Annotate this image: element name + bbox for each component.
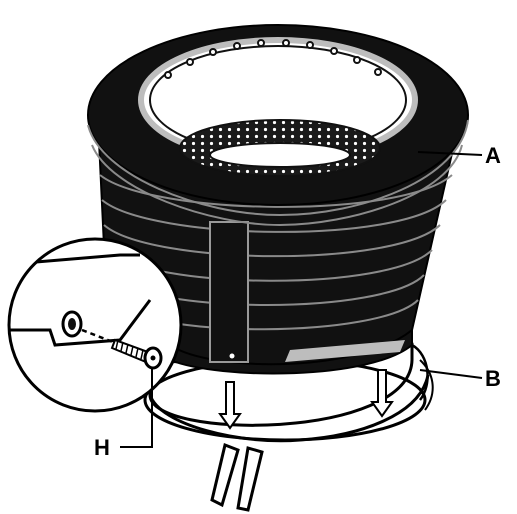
callout-label-b: B	[485, 366, 501, 391]
zoom-detail-circle	[7, 237, 183, 413]
down-arrow-icon	[370, 369, 394, 418]
inner-opening	[138, 37, 418, 177]
callout-leaders	[120, 151, 483, 448]
screw-icon	[110, 338, 163, 370]
callout-label-h: H	[94, 435, 110, 460]
vent-holes	[164, 39, 382, 79]
stand-legs	[210, 442, 264, 512]
callout-label-a: A	[485, 143, 501, 168]
down-arrow-icon	[218, 381, 242, 430]
